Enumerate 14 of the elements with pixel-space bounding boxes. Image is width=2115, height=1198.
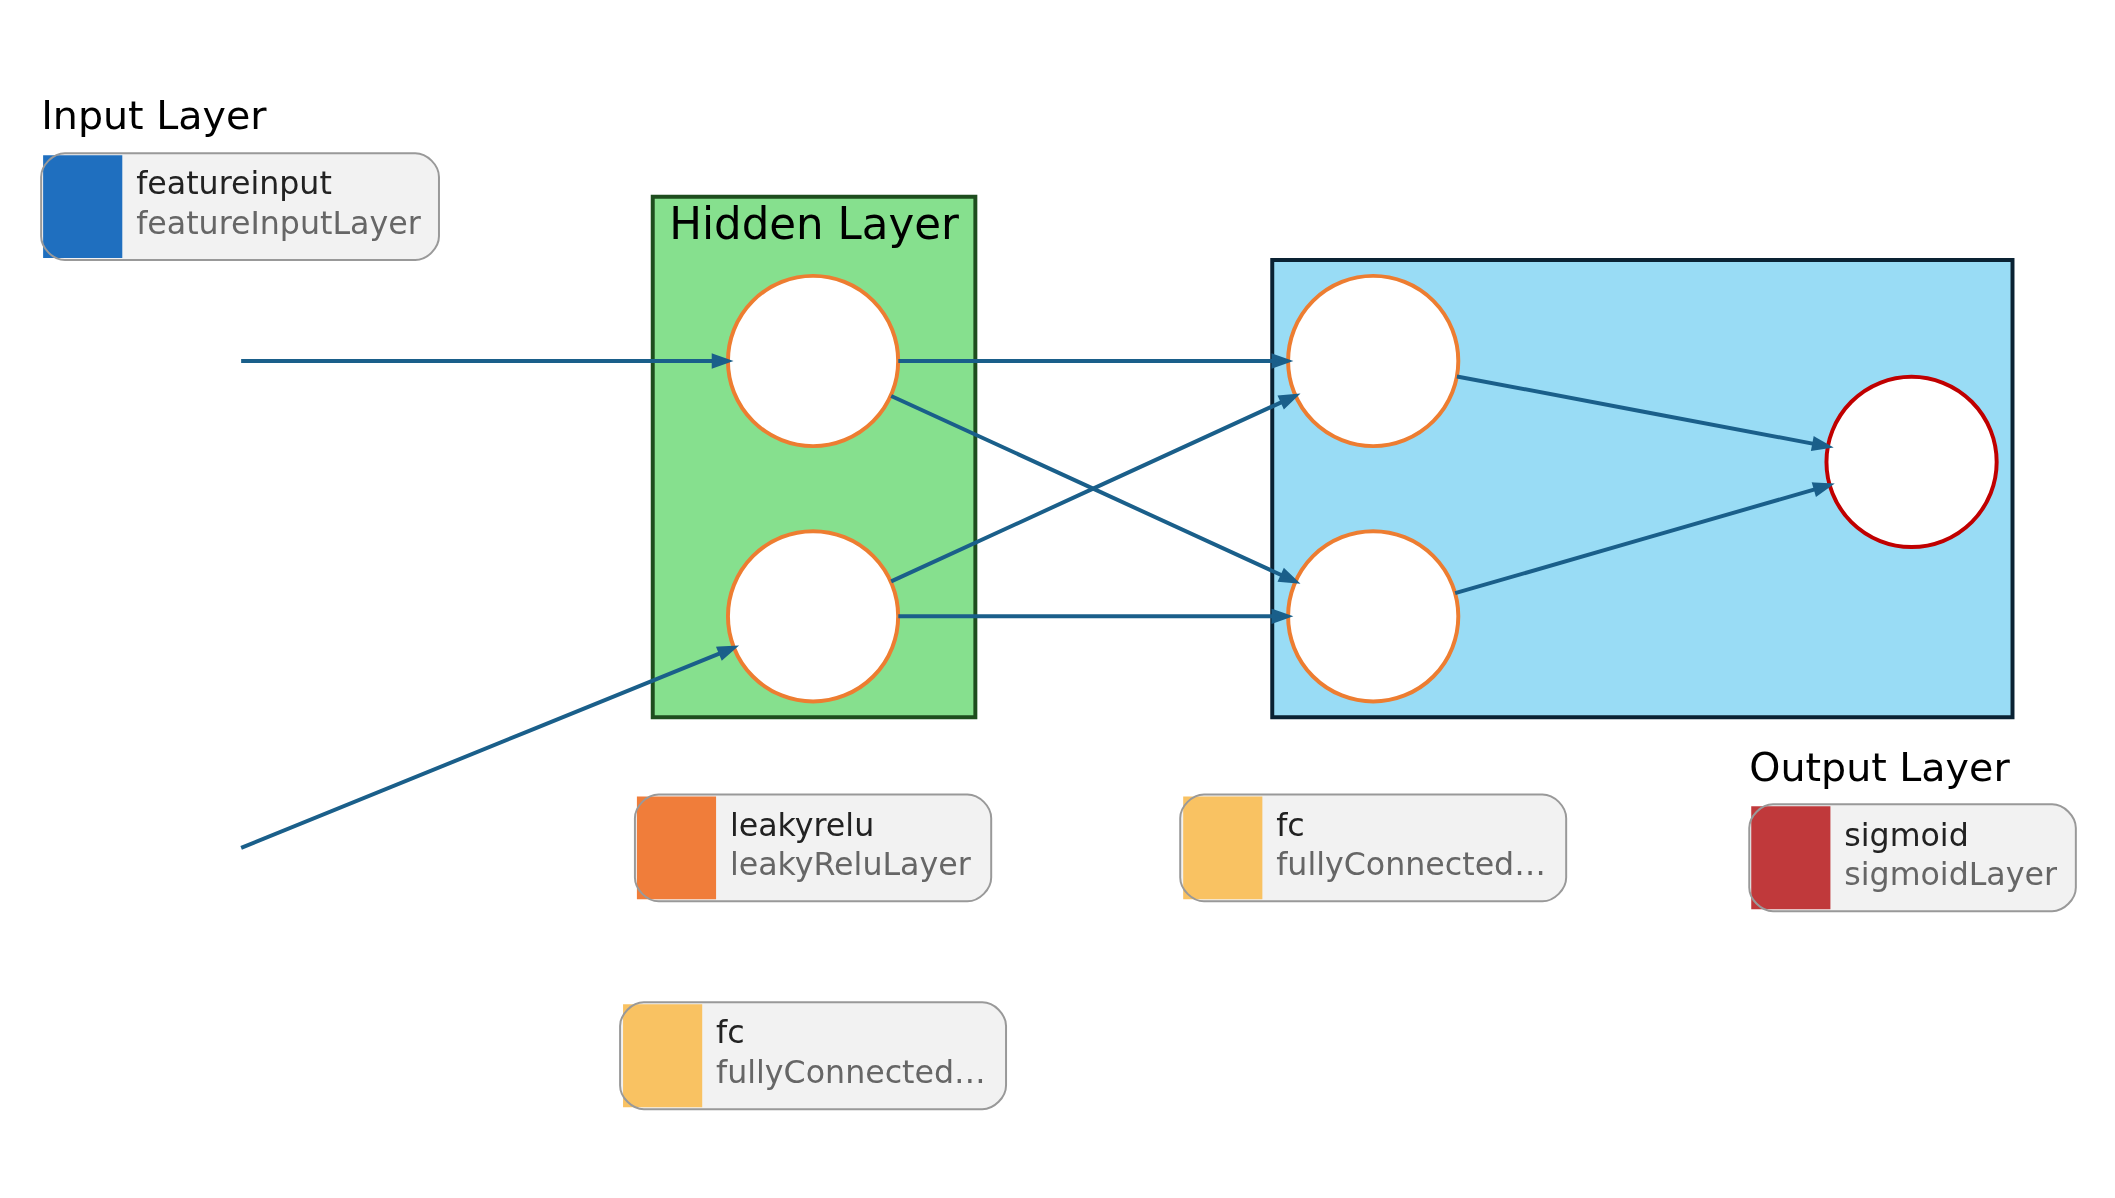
arrow	[1454, 481, 1835, 595]
arrow	[240, 645, 740, 850]
node-circle	[725, 528, 901, 703]
arrow	[241, 352, 734, 369]
node-label: Output Layer	[1749, 743, 2010, 790]
node-label: Input Layer	[41, 91, 267, 138]
node-circle	[1286, 273, 1461, 448]
node-circle	[725, 273, 901, 448]
cluster: Hidden Layer	[650, 194, 978, 719]
arrow	[898, 608, 1294, 624]
node-circle	[1286, 528, 1461, 703]
arrow	[898, 352, 1294, 369]
arrow	[1456, 374, 1834, 451]
node-circle	[1824, 374, 1999, 549]
